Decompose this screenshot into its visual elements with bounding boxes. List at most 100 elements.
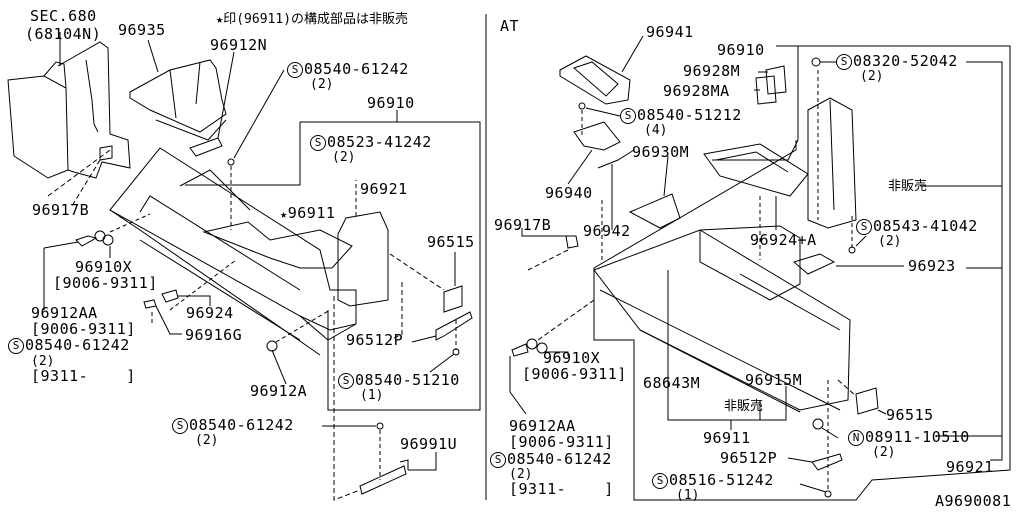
label-96991U: 96991U (400, 435, 458, 453)
label-96935: 96935 (118, 21, 166, 39)
label-96942: 96942 (583, 222, 631, 240)
label-96930M: 96930M (632, 143, 690, 161)
part-96924 (161, 289, 179, 303)
note-not-for-sale: ★印(96911)の構成部品は非販売 (216, 12, 408, 27)
screw-symbol-icon: S (490, 452, 506, 468)
label-96912AA-range-right: [9006-9311] (509, 433, 614, 451)
label-96915M: 96915M (745, 371, 803, 389)
label-96924A: 96924+A (750, 231, 817, 249)
label-96910X-left: 96910X (75, 258, 133, 276)
label-not-for-sale-1: 非販売 (888, 179, 928, 194)
nut-symbol-icon: N (848, 430, 864, 446)
label-96940: 96940 (545, 184, 593, 202)
part-96924A (703, 143, 809, 197)
part-96911-console-left (109, 147, 389, 356)
part-96941 (559, 55, 631, 105)
part-96935-shift-boot (129, 39, 227, 141)
label-96912N: 96912N (210, 36, 268, 54)
label-96912AA-left: 96912AA (31, 304, 98, 322)
screw-symbol-icon: S (856, 219, 872, 235)
label-96910-right: 96910 (717, 41, 765, 59)
label-96912AA-right: 96912AA (509, 417, 576, 435)
bracket-96910-left (300, 121, 481, 411)
screw-bottom-left (376, 422, 384, 430)
part-96928M (765, 65, 787, 95)
label-08540-61242-right-range: [9311- ] (509, 480, 614, 498)
bracket-96921-right (593, 45, 1011, 501)
part-96916G (143, 299, 157, 309)
label-96912A: 96912A (250, 382, 308, 400)
screw-symbol-icon: S (338, 373, 354, 389)
part-sec680-panel (7, 32, 131, 179)
label-96911-right: 96911 (703, 429, 751, 447)
qty-08540-61242-top: (2) (310, 77, 334, 92)
label-96916G: 96916G (185, 326, 243, 344)
part-96910X-clip-right (526, 338, 538, 350)
label-96912AA-range-left: [9006-9311] (31, 320, 136, 338)
part-96515-left (443, 285, 463, 313)
label-96911-left: ★96911 (280, 204, 336, 222)
label-68643M: 68643M (643, 374, 701, 392)
qty-08320-52042: (2) (860, 69, 884, 84)
label-96921-left: 96921 (360, 180, 408, 198)
label-96917B-left: 96917B (32, 201, 90, 219)
part-96991U (359, 459, 409, 495)
part-96512P-left (435, 311, 473, 341)
label-08540-61242-mid-range: [9311- ] (31, 367, 136, 385)
section-title-at: AT (500, 17, 520, 35)
screw-51212 (578, 102, 586, 110)
label-sec680-sub: (68104N) (25, 25, 102, 43)
figure-id: A9690081 (935, 492, 1012, 510)
screw-51210 (452, 348, 460, 356)
screw-symbol-icon: S (652, 473, 668, 489)
leader-96917B-left (47, 149, 111, 207)
qty-08523-41242: (2) (332, 150, 356, 165)
qty-08540-61242-bottom: (2) (195, 433, 219, 448)
label-96917B-right: 96917B (494, 216, 552, 234)
label-96515-right: 96515 (886, 406, 934, 424)
screw-52042 (811, 57, 821, 67)
screw-top-left (227, 158, 235, 166)
label-96928M: 96928M (683, 62, 741, 80)
screw-51242 (824, 490, 832, 498)
part-96928MA (755, 75, 777, 105)
leader-96921-box (185, 122, 301, 186)
label-96928MA: 96928MA (663, 82, 730, 100)
screw-symbol-icon: S (172, 418, 188, 434)
screw-symbol-icon: S (287, 62, 303, 78)
label-96910X-range-left: [9006-9311] (53, 274, 158, 292)
qty-08540-51212: (4) (644, 123, 668, 138)
label-96512P-right: 96512P (720, 449, 778, 467)
part-96942 (597, 149, 635, 169)
part-96940 (573, 121, 621, 151)
label-96910X-range-right: [9006-9311] (522, 365, 627, 383)
part-96917B-left (99, 145, 113, 161)
screw-symbol-icon: S (8, 338, 24, 354)
screw-symbol-icon: S (310, 135, 326, 151)
label-sec680: SEC.680 (30, 7, 97, 25)
part-96921-armrest (807, 97, 857, 229)
label-96923: 96923 (908, 257, 956, 275)
label-96512P-left: 96512P (346, 331, 404, 349)
part-96917B-right (565, 235, 579, 249)
part-96912A (266, 340, 278, 352)
star-icon: ★ (216, 12, 224, 26)
nut-10510 (812, 418, 824, 430)
part-96923 (792, 253, 836, 275)
part-96912N (189, 137, 223, 157)
label-96910-left: 96910 (367, 94, 415, 112)
label-96921-right: 96921 (946, 458, 994, 476)
label-96924-left: 96924 (186, 304, 234, 322)
label-96910X-right: 96910X (543, 349, 601, 367)
star-icon: ★ (280, 207, 288, 221)
part-96512P-right (811, 453, 843, 471)
label-96515-left: 96515 (427, 233, 475, 251)
